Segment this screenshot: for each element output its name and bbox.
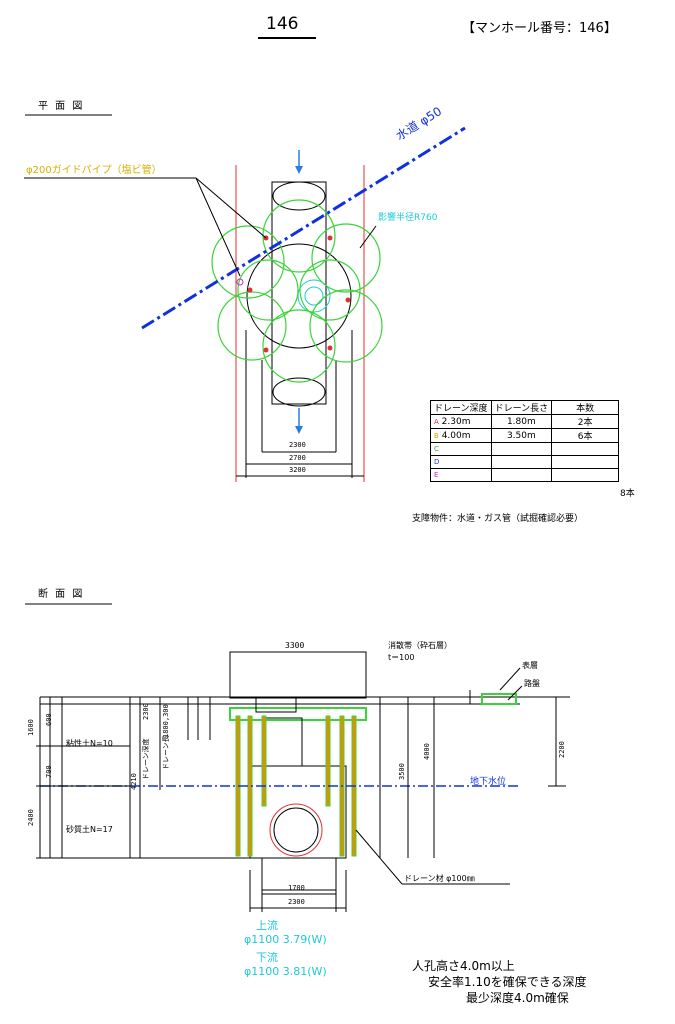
base-label: 路盤 — [524, 679, 540, 688]
plan-manhole-inner-2 — [304, 286, 324, 306]
vlabel-3500: 3500 — [398, 763, 406, 780]
section-cover — [255, 697, 297, 713]
plan-guide-leader-2 — [195, 177, 267, 239]
note-safety-factor: 安全率1.10を確保できる深度 — [428, 975, 587, 989]
row-key: A — [434, 417, 439, 426]
plan-influence-leader — [359, 225, 377, 249]
manhole-id-label: 【マンホール番号：146】 — [462, 21, 617, 36]
groundwater-label: 地下水位 — [470, 777, 507, 787]
plan-manhole-outer — [246, 243, 352, 349]
row-count: 2本 — [551, 414, 620, 429]
crushed-stone-label: 消散帯（砕石層） — [388, 641, 452, 650]
obstruction-note: 支障物件：水道・ガス管（試掘確認必要） — [412, 514, 584, 524]
vlabel-4210: 4210 — [130, 773, 138, 790]
note-manhole-height: 人孔高さ4.0m以上 — [412, 959, 515, 973]
vlabel-drain-depth: ドレーン深度 — [142, 738, 150, 780]
drain-material-label: ドレーン材 φ100㎜ — [404, 874, 475, 883]
base-leader — [507, 685, 523, 701]
drain-table: ドレーン深度 ドレーン長さ 本数 A 2.30m 1.80m 2本 B 4.00… — [430, 400, 620, 482]
row-length: 3.50m — [490, 428, 553, 443]
table-header-length: ドレーン長さ — [490, 400, 553, 415]
section-top-excavation — [229, 651, 367, 699]
plan-pipe-end-top — [272, 181, 326, 211]
bottom-dim-1700: 1700 — [288, 884, 305, 892]
downstream-label: 下流 — [256, 951, 278, 964]
table-header-count: 本数 — [551, 400, 620, 415]
section-title: 断 面 図 — [38, 589, 85, 600]
table-row: D — [430, 455, 620, 469]
plan-water-pipe — [141, 126, 466, 330]
crushed-stone-thickness: t＝100 — [388, 653, 415, 662]
section-bottom-dims — [249, 870, 347, 912]
row-depth: 4.00m — [441, 430, 471, 441]
row-depth: 2.30m — [441, 416, 471, 427]
table-row: E — [430, 468, 620, 482]
plan-sewer-pipe — [271, 181, 327, 405]
section-pipe-inner — [273, 807, 319, 853]
section-right-dims — [379, 690, 566, 858]
left-dim-700: 700 — [45, 765, 53, 778]
left-dim-2400: 2400 — [27, 809, 35, 826]
row-key: C — [434, 445, 439, 453]
surface-leader — [499, 667, 521, 691]
plan-arrow-top-head — [295, 166, 303, 174]
plan-dim-2700: 2700 — [289, 454, 306, 462]
row-key: E — [434, 471, 439, 479]
row-length: 1.80m — [490, 414, 553, 429]
drain-table-header-row: ドレーン深度 ドレーン長さ 本数 — [430, 400, 620, 415]
plan-drain-points — [236, 235, 351, 353]
section-surface-hatch — [481, 693, 517, 705]
plan-dim-3200: 3200 — [289, 466, 306, 474]
vlabel-1800-300: 1800,300 — [162, 704, 170, 738]
section-crushed-stone — [229, 707, 367, 721]
row-count: 6本 — [551, 428, 620, 443]
section-top-width: 3300 — [285, 641, 305, 650]
plan-influence-circles — [211, 199, 383, 383]
vlabel-2300: 2300 — [142, 703, 150, 720]
page-number: 146 — [266, 14, 299, 34]
plan-arrow-bottom-head — [295, 426, 303, 434]
table-row: B 4.00m 3.50m 6本 — [430, 428, 620, 443]
row-key: D — [434, 458, 440, 466]
section-left-dims — [36, 697, 300, 859]
vlabel-drain-length: ドレーン長 — [162, 735, 170, 770]
right-dim-2200: 2200 — [558, 741, 566, 758]
section-shaft — [261, 717, 303, 767]
clay-label: 粘性土N=10 — [66, 739, 113, 748]
plan-pipe-end-bottom — [272, 377, 326, 407]
left-dim-1600: 1600 — [27, 719, 35, 736]
note-min-depth: 最少深度4.0m確保 — [466, 991, 569, 1005]
plan-dimension-lines — [236, 451, 364, 477]
vlabel-4000: 4000 — [423, 743, 431, 760]
drain-material-leader — [355, 829, 403, 885]
row-key: B — [434, 431, 439, 440]
surface-label: 表層 — [522, 661, 538, 670]
table-row: A 2.30m 1.80m 2本 — [430, 414, 620, 429]
bottom-dim-2300: 2300 — [288, 898, 305, 906]
influence-radius-label: 影響半径R760 — [378, 213, 438, 223]
table-row: C — [430, 442, 620, 456]
downstream-value: φ1100 3.81(W) — [244, 965, 327, 978]
drain-table-total: 8本 — [620, 489, 635, 499]
sand-label: 砂質土N=17 — [66, 825, 113, 834]
table-header-depth: ドレーン深度 — [430, 400, 492, 415]
plan-dim-2300: 2300 — [289, 441, 306, 449]
upstream-value: φ1100 3.79(W) — [244, 933, 327, 946]
left-dim-600: 600 — [45, 713, 53, 726]
plan-section-title: 平 面 図 — [38, 101, 85, 112]
upstream-label: 上流 — [256, 919, 278, 932]
plan-guide-leader-1 — [195, 177, 241, 277]
section-pipe-outer — [269, 803, 323, 857]
guide-pipe-label: φ200ガイドパイプ（塩ビ管） — [26, 165, 162, 176]
